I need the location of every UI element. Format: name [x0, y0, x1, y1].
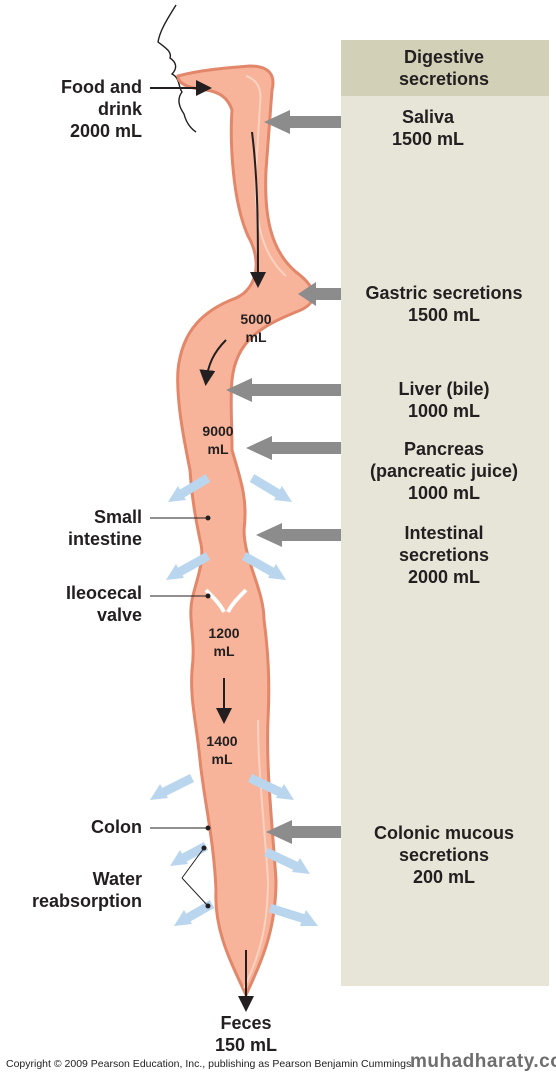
saliva-arrow	[264, 110, 341, 134]
gastric-secretions-label: Gastric secretions 1500 mL	[365, 282, 522, 326]
gastric-secretions-volume: 1500 mL	[407, 305, 481, 325]
colonic-mucous-label: Colonic mucous secretions 200 mL	[374, 822, 514, 888]
small-intestine-line1: Small	[93, 507, 142, 527]
panel-title-line2: secretions	[398, 69, 490, 89]
liver-bile-name: Liver (bile)	[398, 379, 490, 399]
water-line2: reabsorption	[31, 891, 142, 911]
tract-volume-value: 1200	[208, 625, 240, 641]
reabsorption-arrow	[175, 474, 211, 500]
liver-bile-arrow	[226, 378, 341, 402]
tract-volume-unit: mL	[207, 441, 229, 457]
reabsorption-arrow	[241, 552, 279, 578]
intestinal-secretions-arrow	[256, 523, 341, 547]
colon-text: Colon	[91, 817, 142, 837]
reabsorption-arrow	[249, 474, 285, 500]
food-volume: 2000 mL	[69, 121, 142, 141]
colonic-name-line1: Colonic mucous	[373, 823, 515, 843]
tract-volume-unit: mL	[213, 643, 235, 659]
secretions-panel	[341, 40, 549, 986]
ileocecal-valve-label: Ileocecal valve	[66, 582, 142, 626]
food-line2: drink	[97, 99, 142, 119]
panel-title: Digestive secretions	[399, 46, 489, 90]
tract-volume-5000: 5000 mL	[240, 310, 271, 346]
water-line1: Water	[92, 869, 142, 889]
reabsorption-arrow	[173, 552, 211, 578]
panel-title-line1: Digestive	[403, 47, 485, 67]
colonic-volume: 200 mL	[412, 867, 476, 887]
colon-label: Colon	[91, 816, 142, 838]
flow-arrow-esophagus	[249, 131, 266, 288]
colonic-name-line2: secretions	[398, 845, 490, 865]
gi-tract-outline	[176, 64, 315, 999]
gastric-secretions-arrow	[298, 282, 341, 306]
feces-volume: 150 mL	[214, 1035, 278, 1055]
saliva-label: Saliva 1500 mL	[392, 106, 464, 150]
reabsorption-arrows	[157, 474, 310, 925]
tract-volume-unit: mL	[245, 329, 267, 345]
liver-bile-label: Liver (bile) 1000 mL	[398, 378, 489, 422]
reabsorption-arrowheads	[150, 486, 318, 926]
gastric-secretions-name: Gastric secretions	[365, 283, 523, 303]
intestinal-secretions-label: Intestinal secretions 2000 mL	[399, 522, 489, 588]
small-intestine-line2: intestine	[67, 529, 142, 549]
ileocecal-line1: Ileocecal	[65, 583, 142, 603]
intestinal-volume: 2000 mL	[407, 567, 481, 587]
pancreas-volume: 1000 mL	[407, 483, 481, 503]
tract-volume-value: 1400	[206, 733, 238, 749]
tract-volume-value: 9000	[202, 423, 234, 439]
feces-label: Feces 150 mL	[215, 1012, 277, 1056]
ileocecal-valve-flaps	[204, 588, 248, 613]
small-intestine-label: Small intestine	[68, 506, 142, 550]
food-and-drink-label: Food and drink 2000 mL	[61, 76, 142, 142]
secretion-arrows	[226, 110, 341, 844]
tract-volume-1200: 1200 mL	[208, 624, 239, 660]
tract-volume-1400: 1400 mL	[206, 732, 237, 768]
saliva-volume: 1500 mL	[391, 129, 465, 149]
tract-volume-unit: mL	[211, 751, 233, 767]
pancreas-arrow	[246, 436, 341, 460]
feces-text: Feces	[220, 1013, 272, 1033]
pancreas-name-line2: (pancreatic juice)	[369, 461, 519, 481]
tract-volume-9000: 9000 mL	[202, 422, 233, 458]
colonic-mucous-arrow	[266, 820, 341, 844]
reabsorption-arrow	[248, 773, 286, 799]
intestinal-name-line1: Intestinal	[404, 523, 484, 543]
liver-bile-volume: 1000 mL	[407, 401, 481, 421]
reabsorption-arrow	[264, 847, 302, 873]
intestinal-name-line2: secretions	[398, 545, 490, 565]
ileocecal-line2: valve	[96, 605, 142, 625]
food-line1: Food and	[61, 77, 142, 97]
copyright-notice: Copyright © 2009 Pearson Education, Inc.…	[6, 1058, 415, 1070]
tract-volume-value: 5000	[240, 311, 272, 327]
reabsorption-arrow	[268, 903, 310, 925]
saliva-name: Saliva	[401, 107, 455, 127]
watermark: muhadharaty.com	[410, 1051, 556, 1072]
flow-arrow-stomach	[199, 339, 227, 386]
pancreas-name-line1: Pancreas	[403, 439, 485, 459]
panel-header	[341, 40, 549, 96]
water-reabsorption-label: Water reabsorption	[32, 868, 142, 912]
reabsorption-arrow	[157, 773, 195, 799]
face-profile	[157, 4, 197, 133]
leader-lines	[150, 515, 211, 909]
pancreas-label: Pancreas (pancreatic juice) 1000 mL	[370, 438, 518, 504]
